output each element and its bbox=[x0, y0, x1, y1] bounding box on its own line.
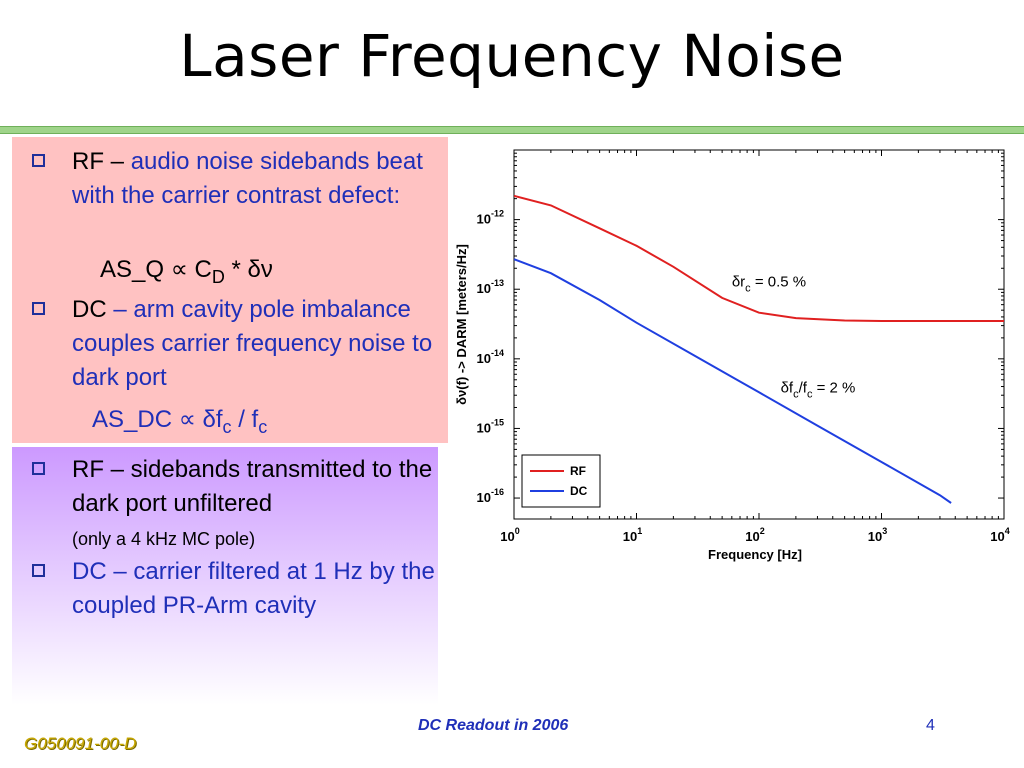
checkbox-bullet-icon bbox=[32, 302, 45, 315]
checkbox-bullet-icon bbox=[32, 154, 45, 167]
noise-chart: 100 101 102 103 104 10-12 10-13 10-14 10-15 10-16… bbox=[448, 136, 1024, 566]
bullet-body: audio noise sidebands beat with the carr… bbox=[72, 148, 423, 209]
x-tick-label: 101 bbox=[623, 526, 642, 544]
formula-as-q: AS_Q ∝ CD * δν bbox=[100, 256, 273, 287]
series-line-rf bbox=[514, 194, 1004, 322]
title-divider bbox=[0, 126, 1024, 134]
series-line-dc bbox=[514, 258, 952, 504]
footer-title: DC Readout in 2006 bbox=[418, 717, 569, 734]
document-id: G050091-00-D bbox=[24, 734, 137, 753]
formula-as-dc: AS_DC ∝ δfc / fc bbox=[92, 406, 268, 437]
y-axis-label: δν(f) -> DARM [meters/Hz] bbox=[454, 244, 469, 405]
y-tick-label: 10-14 bbox=[477, 348, 504, 366]
x-tick-label: 102 bbox=[745, 526, 764, 544]
y-tick-label: 10-13 bbox=[477, 278, 504, 296]
legend-label-dc: DC bbox=[570, 484, 588, 498]
page-number: 4 bbox=[926, 717, 935, 734]
top-text-panel: RF – audio noise sidebands beat with the… bbox=[12, 137, 448, 443]
bullet-lead: RF – bbox=[72, 148, 131, 175]
x-tick-label: 104 bbox=[990, 526, 1009, 544]
x-axis-label: Frequency [Hz] bbox=[708, 547, 802, 562]
plot-annotation: δrc = 0.5 % bbox=[732, 273, 806, 294]
x-tick-label: 100 bbox=[500, 526, 519, 544]
bullet-body: – arm cavity pole imbalance couples carr… bbox=[72, 296, 433, 391]
legend-box bbox=[521, 454, 601, 508]
legend-label-rf: RF bbox=[570, 464, 586, 478]
bullet-text: DC – arm cavity pole imbalance couples c… bbox=[72, 293, 452, 395]
y-tick-label: 10-15 bbox=[477, 417, 504, 435]
plot-annotation: δfc/fc = 2 % bbox=[781, 379, 856, 400]
plot-axes-box bbox=[513, 149, 1005, 520]
bullet-lead: DC bbox=[72, 296, 114, 323]
bottom-text-panel: RF – sidebands transmitted to the dark p… bbox=[12, 447, 438, 705]
checkbox-bullet-icon bbox=[32, 564, 45, 577]
bullet-text: RF – sidebands transmitted to the dark p… bbox=[72, 456, 433, 549]
bullet-text: RF – audio noise sidebands beat with the… bbox=[72, 145, 452, 213]
noise-plot: 100 101 102 103 104 10-12 10-13 10-14 10-15 10-16… bbox=[448, 136, 1024, 566]
x-tick-label: 103 bbox=[868, 526, 887, 544]
checkbox-bullet-icon bbox=[32, 462, 45, 475]
y-tick-label: 10-16 bbox=[477, 487, 504, 505]
y-tick-label: 10-12 bbox=[477, 209, 504, 227]
bullet-text: DC – carrier filtered at 1 Hz by the cou… bbox=[72, 558, 435, 619]
slide-title: Laser Frequency Noise bbox=[179, 22, 845, 90]
